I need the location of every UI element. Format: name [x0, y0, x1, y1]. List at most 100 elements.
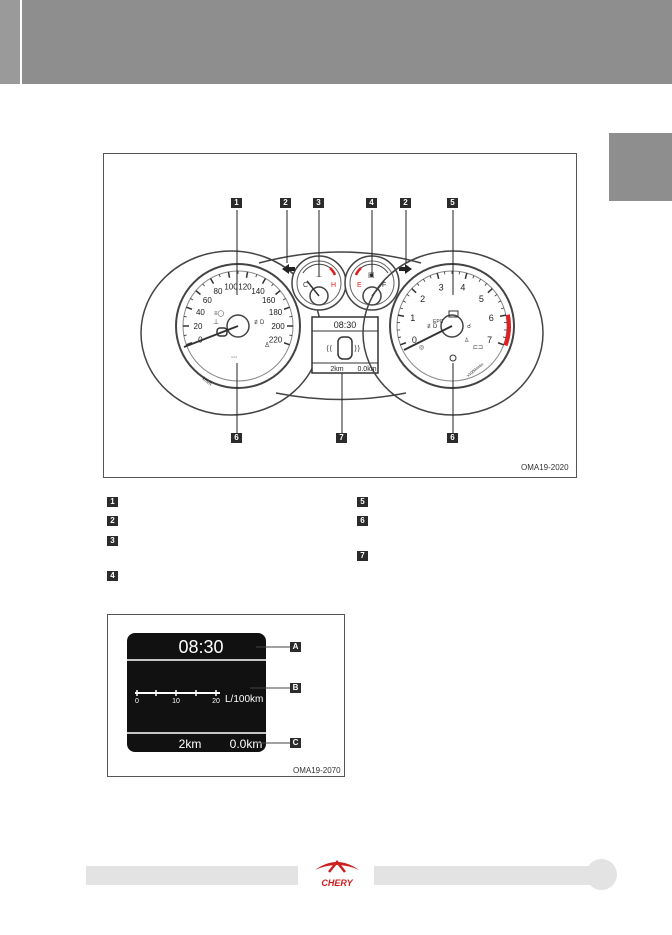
temp-gauge-cold-label: C	[303, 282, 308, 289]
center-display-time: 08:30	[334, 320, 357, 330]
tpms-icon	[449, 354, 457, 362]
abs-icon	[216, 327, 228, 337]
chapter-tab	[609, 133, 672, 201]
odometer-icon: ◦◦◦	[231, 355, 237, 361]
chery-wordmark: CHERY	[321, 878, 353, 888]
speedometer-needle	[183, 325, 239, 348]
dial-tick	[500, 307, 505, 310]
temp-gauge-redzone	[329, 267, 337, 276]
brake-icon: ◎	[419, 345, 424, 351]
dial-tick	[245, 271, 249, 278]
dial-tick	[484, 283, 488, 287]
center-display-trip: 0.0km	[357, 366, 376, 373]
callout-a: A	[290, 642, 301, 652]
dial-label: 200	[271, 322, 285, 331]
lcd-time: 08:30	[178, 637, 223, 657]
scale-label-0: 0	[135, 698, 139, 705]
callout-2a: 2	[280, 198, 291, 208]
dial-tick	[498, 300, 502, 303]
airbag-icon: ♙	[464, 337, 469, 344]
callout-4: 4	[366, 198, 377, 208]
dial-label: 140	[251, 287, 265, 296]
legend-marker-6: 6	[357, 516, 368, 526]
callout-6a: 6	[231, 433, 242, 443]
dial-label: 7	[487, 335, 492, 345]
dial-tick	[190, 298, 194, 301]
center-display	[311, 316, 379, 374]
beam-icon: ≡◯	[214, 310, 225, 317]
dial-tick	[400, 342, 407, 346]
dial-label: 4	[460, 283, 465, 293]
fuel-gauge-empty-label: E	[357, 282, 362, 289]
footer-bar-right	[374, 866, 599, 885]
figure-2-code: OMA19-2070	[293, 766, 341, 775]
instrument-cluster-drawing: 020406080100120140160180200220 km/h ⊥ ≡◯…	[140, 210, 544, 433]
legend-marker-1: 1	[107, 497, 118, 507]
dial-tick	[261, 277, 267, 284]
dial-label: 60	[203, 296, 212, 305]
dial-tick	[487, 288, 493, 294]
dial-label: 20	[194, 322, 203, 331]
dial-tick	[255, 274, 258, 278]
legend-marker-5: 5	[357, 497, 368, 507]
callout-2b: 2	[400, 198, 411, 208]
dial-tick	[186, 342, 193, 346]
tachometer-redzone	[503, 314, 511, 347]
dial-tick	[494, 294, 498, 297]
dial-tick	[422, 278, 426, 282]
fog-light-icon: ≢D	[254, 319, 265, 326]
car-top-view-icon	[337, 336, 353, 360]
dial-label: 100	[224, 282, 238, 291]
fuel-gauge-full-label: F	[382, 282, 386, 289]
dial-tick	[275, 290, 281, 296]
dial-tick	[218, 274, 221, 278]
scale-label-20: 20	[212, 698, 220, 705]
dial-tick	[209, 277, 215, 284]
callout-c: C	[290, 738, 301, 748]
front-fog-icon: ≢D	[427, 323, 438, 330]
speedometer-unit: km/h	[201, 376, 213, 388]
figure-1-code: OMA19-2020	[521, 463, 569, 472]
speedometer-ticks	[183, 271, 293, 346]
dial-label: 80	[214, 287, 223, 296]
dial-tick	[183, 334, 187, 336]
callout-6b: 6	[447, 433, 458, 443]
dial-tick	[464, 272, 468, 280]
dial-label: 120	[238, 282, 252, 291]
engine-icon: ⊏⊐	[473, 345, 483, 351]
dial-tick	[398, 336, 402, 338]
center-display-range: 2km	[330, 366, 343, 373]
dial-tick	[282, 298, 286, 301]
temp-gauge-needle	[306, 280, 320, 297]
dial-label: 40	[196, 308, 205, 317]
dial-tick	[499, 314, 507, 318]
dial-tick	[283, 342, 290, 346]
legend-marker-2: 2	[107, 516, 118, 526]
dial-tick	[195, 290, 201, 296]
fuel-gauge-redzone	[354, 267, 362, 276]
dial-label: 160	[262, 296, 276, 305]
dial-tick	[402, 300, 406, 303]
dial-tick	[399, 307, 404, 310]
sensor-waves-right-icon: ⟩⟩	[354, 344, 360, 353]
dial-label: 1	[410, 313, 415, 323]
dial-label: 220	[269, 335, 283, 344]
dial-label: 6	[489, 313, 494, 323]
dial-label: 180	[269, 308, 283, 317]
header-stripe	[0, 0, 22, 84]
chery-logo: CHERY	[315, 859, 359, 888]
callout-7: 7	[336, 433, 347, 443]
tachometer-needle	[403, 325, 453, 351]
dial-tick	[472, 275, 475, 279]
consumption-unit: L/100km	[225, 694, 263, 705]
dial-tick	[429, 275, 432, 279]
dial-tick	[502, 336, 506, 338]
callout-b: B	[290, 683, 301, 693]
dial-label: 5	[479, 294, 484, 304]
temp-gauge-hot-label: H	[331, 282, 336, 289]
seatbelt-icon: ♙	[264, 341, 270, 349]
dial-tick	[416, 283, 420, 287]
page-number-circle	[586, 859, 617, 890]
dial-tick	[397, 314, 405, 318]
left-turn-arrow-icon	[282, 264, 295, 274]
